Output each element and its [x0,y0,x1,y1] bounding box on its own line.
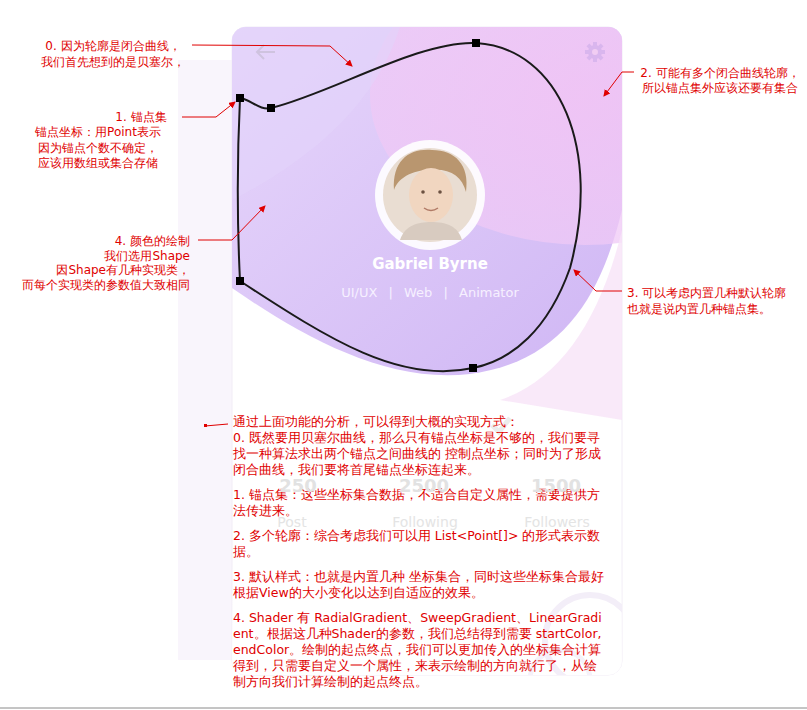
profile-name: Gabriel Byrne [372,256,488,272]
callout-note: 也就是说内置几种锚点集。 [627,301,771,317]
callout-note: 而每个实现类的参数值大致相同 [22,277,190,293]
stat-caption: Following [392,514,458,530]
callout-note: 因为锚点个数不确定， [38,140,158,156]
callout-note: 应该用数组或集合存储 [38,155,158,171]
callout-note: 3. 可以考虑内置几种默认轮廓 [627,285,786,301]
callout-note: 1. 锚点集 [115,109,166,125]
callout-note: 4. 颜色的绘制 [115,233,190,249]
stat-number: 1500 [531,478,581,494]
stat-number: 250 [279,478,317,494]
note-heading: 通过上面功能的分析，可以得到大概的实现方式： [233,414,609,430]
stat-number: 2500 [399,478,449,494]
stat-caption: Post [277,514,306,530]
callout-note: 锚点坐标：用Point表示 [35,124,161,140]
profile-tags: UI/UX | Web | Animator [341,285,519,301]
callout-note: 我们首先想到的是贝塞尔， [41,54,185,70]
callout-note: 所以锚点集外应该还要有集合 [642,80,798,96]
note-paragraph: 0. 既然要用贝塞尔曲线，那么只有锚点坐标是不够的，我们要寻找一种算法求出两个锚… [233,430,609,478]
callout-note: 0. 因为轮廓是闭合曲线， [45,38,180,54]
callout-note: 2. 可能有多个闭合曲线轮廓， [640,65,799,81]
note-paragraph: 4. Shader 有 RadialGradient、SweepGradient… [233,610,609,690]
note-paragraph: 2. 多个轮廓：综合考虑我们可以用 List<Point[]> 的形式表示数据。 [233,528,609,560]
stat-caption: Followers [524,514,590,530]
note-paragraph: 3. 默认样式：也就是内置几种 坐标集合，同时这些坐标集合最好根据View的大小… [233,569,609,601]
notes-block: 通过上面功能的分析，可以得到大概的实现方式：0. 既然要用贝塞尔曲线，那么只有锚… [233,414,609,690]
callout-note: 我们选用Shape [104,248,190,264]
callout-note: 因Shape有几种实现类， [56,262,190,278]
